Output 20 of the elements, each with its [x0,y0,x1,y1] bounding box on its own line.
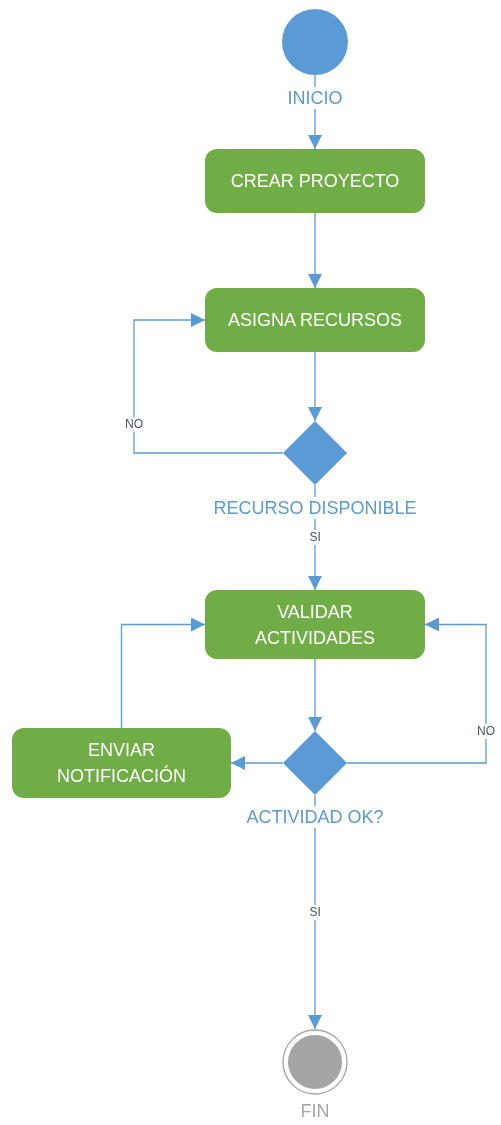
action-box [205,149,425,213]
arrow [308,351,322,422]
action-label: ENVIAR NOTIFICACIÓN [56,739,187,788]
arrow [346,617,487,764]
edge-label: NO [124,416,144,432]
edge-label: SI [308,904,322,920]
action-box [12,728,231,798]
arrow [230,756,284,770]
edge-label: NO [476,723,496,739]
arrow [308,658,322,732]
arrow [133,313,284,454]
action-label: CREAR PROYECTO [230,170,400,193]
arrow [308,212,322,289]
action-label: VALIDAR ACTIVIDADES [254,600,376,650]
edge-label: SI [308,529,322,545]
decision-label: ACTIVIDAD OK? [244,806,386,828]
action-box [205,288,425,352]
arrow [120,617,206,729]
action-box [205,590,425,659]
action-label: ASIGNA RECURSOS [227,309,402,332]
